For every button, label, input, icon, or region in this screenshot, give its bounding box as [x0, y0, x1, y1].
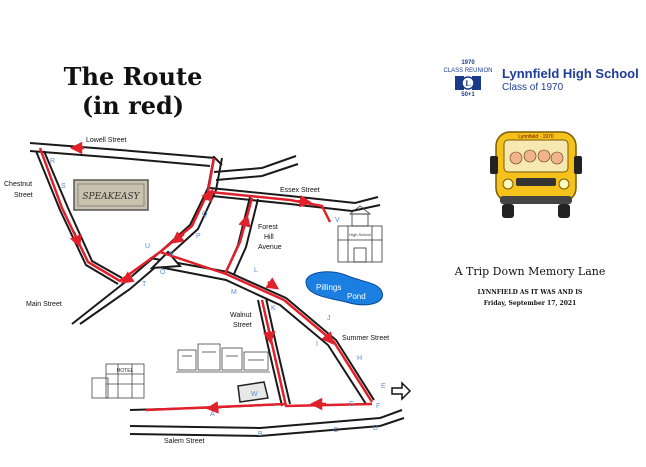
- town-buildings-sketch: [176, 343, 270, 373]
- speakeasy-sign: SPEAKEASY: [73, 179, 149, 211]
- waypoint-h: H: [357, 355, 362, 362]
- waypoint-b: B: [258, 431, 263, 438]
- waypoint-w: W: [251, 391, 258, 398]
- waypoint-f: F: [376, 403, 380, 410]
- waypoint-k: K: [271, 305, 276, 312]
- label-main-street: Main Street: [26, 301, 62, 308]
- salem-street-road: [129, 409, 405, 438]
- waypoint-n: N: [169, 251, 174, 258]
- building-w: [237, 381, 269, 403]
- label-lowell-street: Lowell Street: [86, 137, 127, 144]
- school-name: Lynnfield High School: [502, 66, 639, 81]
- label-hill: Hill: [264, 234, 274, 241]
- logo-fifty: 50+1: [461, 92, 475, 98]
- street-labels: Lowell Street Chestnut Street Essex Stre…: [4, 137, 389, 445]
- waypoint-g: G: [349, 401, 354, 408]
- pond-label-1: Pillings: [316, 283, 341, 292]
- hotel-sketch: HOTEL: [91, 363, 145, 399]
- school-bus-illustration: Lynnfield · 1970: [490, 131, 582, 218]
- logo-year: 1970: [461, 60, 475, 66]
- exit-arrow-icon: [391, 381, 412, 401]
- route-segment-4: [223, 197, 254, 275]
- traffic-island: [149, 250, 183, 270]
- waypoint-v: V: [335, 217, 340, 224]
- logo-monogram-icon: L: [455, 76, 481, 90]
- reunion-logo: 1970 CLASS REUNION L 50+1: [442, 60, 494, 104]
- waypoint-c: C: [333, 427, 338, 434]
- bus-sign: Lynnfield · 1970: [518, 134, 554, 140]
- waypoint-u: U: [145, 243, 150, 250]
- label-forest: Forest: [258, 224, 278, 231]
- waypoint-i: I: [316, 341, 318, 348]
- waypoint-r: R: [50, 158, 55, 165]
- waypoint-j: J: [327, 315, 331, 322]
- waypoint-s: S: [61, 183, 66, 190]
- label-salem-street: Salem Street: [164, 438, 205, 445]
- label-summer-street: Summer Street: [342, 335, 389, 342]
- label-walnut: Walnut: [230, 312, 252, 319]
- walnut-street-road: [257, 297, 291, 407]
- waypoint-e: E: [381, 383, 386, 390]
- high-school-sign: High School: [349, 232, 371, 237]
- waypoint-l: L: [254, 267, 258, 274]
- event-date: Friday, September 17, 2021: [483, 300, 577, 307]
- label-essex-street: Essex Street: [280, 187, 320, 194]
- route-segment-3: [159, 250, 374, 403]
- label-chestnut-street: Street: [14, 192, 33, 199]
- waypoint-p: P: [196, 233, 201, 240]
- route-arrows: [69, 141, 334, 414]
- waypoint-o: O: [160, 269, 166, 276]
- event-subtitle: LYNNFIELD AS IT WAS AND IS: [477, 289, 583, 296]
- logo-monogram: L: [465, 79, 470, 88]
- route-title-line1: The Route: [63, 62, 203, 91]
- pillings-pond: Pillings Pond: [305, 271, 383, 306]
- high-school-sketch: High School: [337, 205, 383, 263]
- summer-street-road: [149, 257, 375, 405]
- waypoint-a: A: [210, 411, 215, 418]
- label-chestnut: Chestnut: [4, 181, 32, 188]
- route-title-line2: (in red): [81, 91, 185, 120]
- waypoint-m: M: [231, 289, 237, 296]
- route-title: The Route (in red): [18, 62, 248, 120]
- waypoint-q: Q: [202, 211, 208, 218]
- essex-upper-road: [213, 155, 299, 181]
- lowell-street-road: [29, 142, 223, 167]
- event-title: A Trip Down Memory Lane: [454, 265, 606, 278]
- pond-label-2: Pond: [347, 292, 366, 301]
- waypoint-t: T: [142, 281, 147, 288]
- label-walnut-street: Street: [233, 322, 252, 329]
- logo-reunion: CLASS REUNION: [443, 68, 493, 74]
- waypoint-d: D: [373, 425, 378, 432]
- hotel-sign: HOTEL: [117, 368, 134, 374]
- waypoint-labels: A B C D E F G H I J K L M N O P Q R S T …: [50, 158, 386, 438]
- speakeasy-sign-text: SPEAKEASY: [82, 192, 140, 202]
- label-avenue: Avenue: [258, 244, 282, 251]
- class-year: Class of 1970: [502, 82, 564, 93]
- route-segment-5: [260, 299, 373, 408]
